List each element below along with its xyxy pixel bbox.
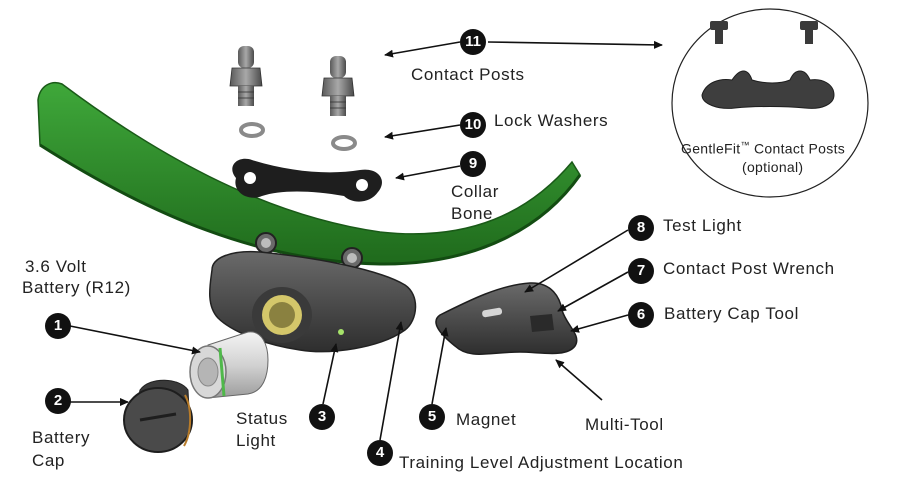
callout-badge-1: 1 <box>45 313 71 339</box>
battery-cap <box>123 379 193 453</box>
lock-washers-label: Lock Washers <box>494 111 609 130</box>
magnet-label: Magnet <box>456 410 517 429</box>
battery-spec-label-line2: Battery (R12) <box>22 278 131 297</box>
multi-tool-label: Multi-Tool <box>585 415 664 434</box>
battery-cap-label-line1: Battery <box>32 428 91 447</box>
gentlefit-title-rest: Contact Posts <box>749 140 846 157</box>
collar-bone-label-line2: Bone <box>451 204 494 223</box>
collar-bone-part <box>232 158 382 202</box>
battery-cap-label-line2: Cap <box>32 451 65 470</box>
lock-washer-left <box>239 122 265 138</box>
contact-posts-label: Contact Posts <box>411 65 525 84</box>
status-light-label-line2: Light <box>236 431 276 450</box>
receiver-body <box>209 250 417 353</box>
callout-badge-8: 8 <box>628 215 654 241</box>
gentlefit-contact-bar <box>701 70 835 109</box>
gentlefit-note: (optional) <box>742 159 804 175</box>
battery <box>189 331 269 399</box>
status-light-label-line1: Status <box>236 409 288 428</box>
test-light-window <box>482 307 503 318</box>
gentlefit-screw-right <box>800 21 818 44</box>
gentlefit-inset <box>671 8 869 198</box>
multi-tool <box>435 282 578 356</box>
contact-post-wrench-label: Contact Post Wrench <box>663 259 835 278</box>
battery-cap-tool-label: Battery Cap Tool <box>664 304 799 323</box>
gentlefit-title-text: GentleFit <box>681 140 741 157</box>
lock-washer-right <box>331 135 357 151</box>
gentlefit-title: GentleFit™ Contact Posts <box>681 136 845 158</box>
callout-badge-11: 11 <box>460 29 486 55</box>
callout-badge-5: 5 <box>419 404 445 430</box>
callout-badge-10: 10 <box>460 112 486 138</box>
training-level-label: Training Level Adjustment Location <box>399 453 684 472</box>
leader-lines <box>69 40 663 441</box>
callout-badge-6: 6 <box>628 302 654 328</box>
callout-badge-9: 9 <box>460 151 486 177</box>
collar-strap-edge <box>39 143 582 266</box>
callout-badge-3: 3 <box>309 404 335 430</box>
callout-badge-4: 4 <box>367 440 393 466</box>
collar-bone-label-line1: Collar <box>451 182 500 201</box>
battery-spec-label-line1: 3.6 Volt <box>25 257 87 276</box>
gentlefit-screw-left <box>710 21 728 44</box>
callout-badge-2: 2 <box>45 388 71 414</box>
contact-post-left <box>229 46 263 106</box>
test-light-label: Test Light <box>663 216 742 235</box>
trademark-mark: ™ <box>740 140 750 150</box>
callout-badge-7: 7 <box>628 258 654 284</box>
status-light <box>338 329 344 335</box>
contact-post-right <box>321 56 355 116</box>
